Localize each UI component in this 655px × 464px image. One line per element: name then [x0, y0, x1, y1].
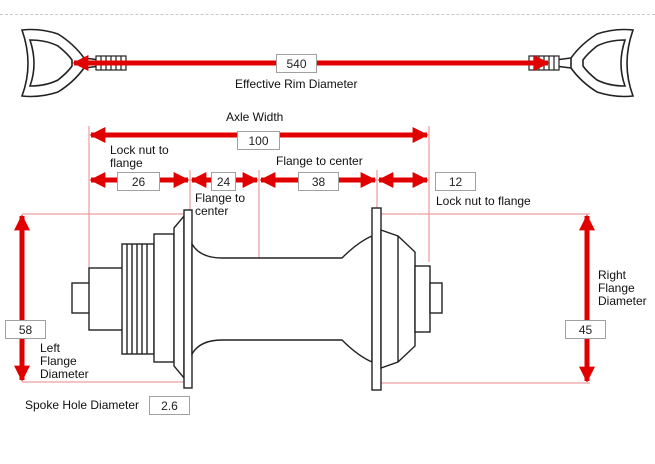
left-rim-icon — [20, 28, 101, 98]
dimension-guide-lines — [22, 126, 590, 384]
top-divider — [0, 14, 655, 15]
right-flange-diameter-input[interactable] — [565, 320, 606, 339]
effective-rim-diameter-input[interactable] — [276, 54, 317, 73]
flange-to-center-left-input[interactable] — [211, 172, 236, 191]
effective-rim-diameter-label: Effective Rim Diameter — [235, 77, 358, 91]
lock-nut-to-flange-left-label: Lock nut to flange — [110, 143, 169, 170]
right-rim-icon — [554, 28, 635, 98]
left-flange-diameter-input[interactable] — [5, 320, 46, 339]
left-flange-diameter-label: Left Flange Diameter — [40, 341, 89, 381]
lock-nut-to-flange-right-label: Lock nut to flange — [436, 194, 531, 208]
right-flange-diameter-label: Right Flange Diameter — [598, 268, 647, 308]
lock-nut-to-flange-left-input[interactable] — [117, 172, 160, 191]
flange-to-center-right-input[interactable] — [298, 172, 339, 191]
axle-width-input[interactable] — [237, 131, 280, 150]
hub-icon — [71, 207, 443, 391]
spoke-hole-diameter-label: Spoke Hole Diameter — [25, 398, 140, 412]
lock-nut-to-flange-right-input[interactable] — [435, 172, 476, 191]
flange-to-center-right-label: Flange to center — [276, 154, 363, 168]
axle-width-label: Axle Width — [226, 110, 284, 124]
spoke-hole-diameter-input[interactable] — [149, 396, 190, 415]
flange-to-center-left-label: Flange to center — [195, 191, 246, 218]
